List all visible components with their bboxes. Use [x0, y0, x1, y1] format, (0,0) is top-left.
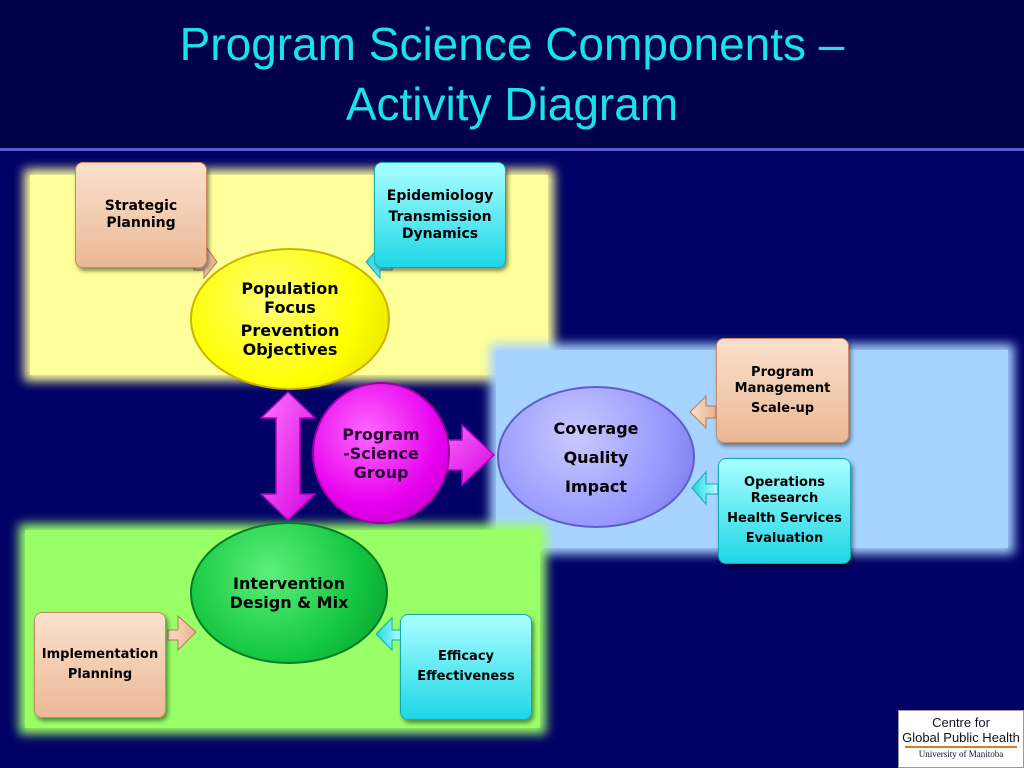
population-line4: Objectives: [242, 340, 338, 359]
efficacy-line2: Effectiveness: [417, 669, 515, 684]
coverage-quality-impact-oval: Coverage Quality Impact: [497, 386, 695, 528]
operations-research-box: Operations Research Health Services Eval…: [718, 458, 851, 564]
coverage-line1: Coverage: [553, 418, 639, 438]
population-line1: Population: [241, 279, 339, 298]
operations-line1: Operations: [744, 475, 825, 490]
cgph-logo: Centre for Global Public Health Universi…: [898, 710, 1024, 768]
logo-line2: Global Public Health: [902, 730, 1020, 745]
intervention-line2: Design & Mix: [229, 593, 349, 612]
implementation-line2: Planning: [67, 667, 133, 682]
epidemiology-line3: Dynamics: [401, 225, 479, 242]
center-line3: Group: [353, 462, 409, 482]
implementation-line1: Implementation: [41, 647, 159, 662]
center-line1: Program: [342, 424, 420, 444]
program-mgmt-line3: Scale-up: [750, 400, 815, 416]
strategic-planning-box: Strategic Planning: [75, 162, 207, 268]
epidemiology-line1: Epidemiology: [386, 187, 494, 204]
slide-title: Program Science Components – Activity Di…: [0, 14, 1024, 134]
operations-line3: Health Services: [727, 511, 842, 526]
logo-line3: University of Manitoba: [918, 749, 1004, 759]
program-management-box: Program Management Scale-up: [716, 338, 849, 443]
vertical-double-arrow: [259, 390, 317, 522]
epidemiology-line2: Transmission: [388, 208, 492, 225]
population-line3: Prevention: [240, 321, 340, 340]
logo-line1: Centre for: [932, 715, 990, 730]
title-bar: [0, 0, 1024, 150]
program-mgmt-line2: Management: [734, 380, 831, 396]
operations-line2: Research: [750, 491, 819, 506]
intervention-line1: Intervention: [233, 574, 345, 593]
slide-title-line1: Program Science Components –: [179, 18, 845, 70]
center-line2: -Science: [343, 443, 419, 463]
logo-divider: [905, 746, 1017, 748]
strategic-line1: Strategic: [104, 198, 178, 214]
title-divider: [0, 148, 1024, 151]
operations-connector-arrow: [691, 470, 719, 506]
efficacy-connector-arrow: [375, 616, 403, 652]
program-science-group-oval: Program -Science Group: [312, 382, 450, 524]
population-focus-oval: Population Focus Prevention Objectives: [190, 248, 390, 390]
efficacy-box: Efficacy Effectiveness: [400, 614, 532, 720]
program-mgmt-line1: Program: [751, 364, 814, 380]
strategic-line2: Planning: [106, 215, 176, 231]
slide-title-line2: Activity Diagram: [345, 78, 679, 130]
intervention-design-oval: Intervention Design & Mix: [190, 522, 388, 664]
implementation-planning-box: Implementation Planning: [34, 612, 166, 718]
efficacy-line1: Efficacy: [437, 649, 495, 664]
population-line2: Focus: [264, 298, 316, 317]
implementation-connector-arrow: [167, 614, 197, 652]
coverage-line2: Quality: [563, 447, 629, 467]
operations-line4: Evaluation: [745, 531, 824, 546]
program-mgmt-connector-arrow: [689, 394, 717, 430]
epidemiology-box: Epidemiology Transmission Dynamics: [374, 162, 506, 268]
coverage-line3: Impact: [564, 476, 627, 496]
